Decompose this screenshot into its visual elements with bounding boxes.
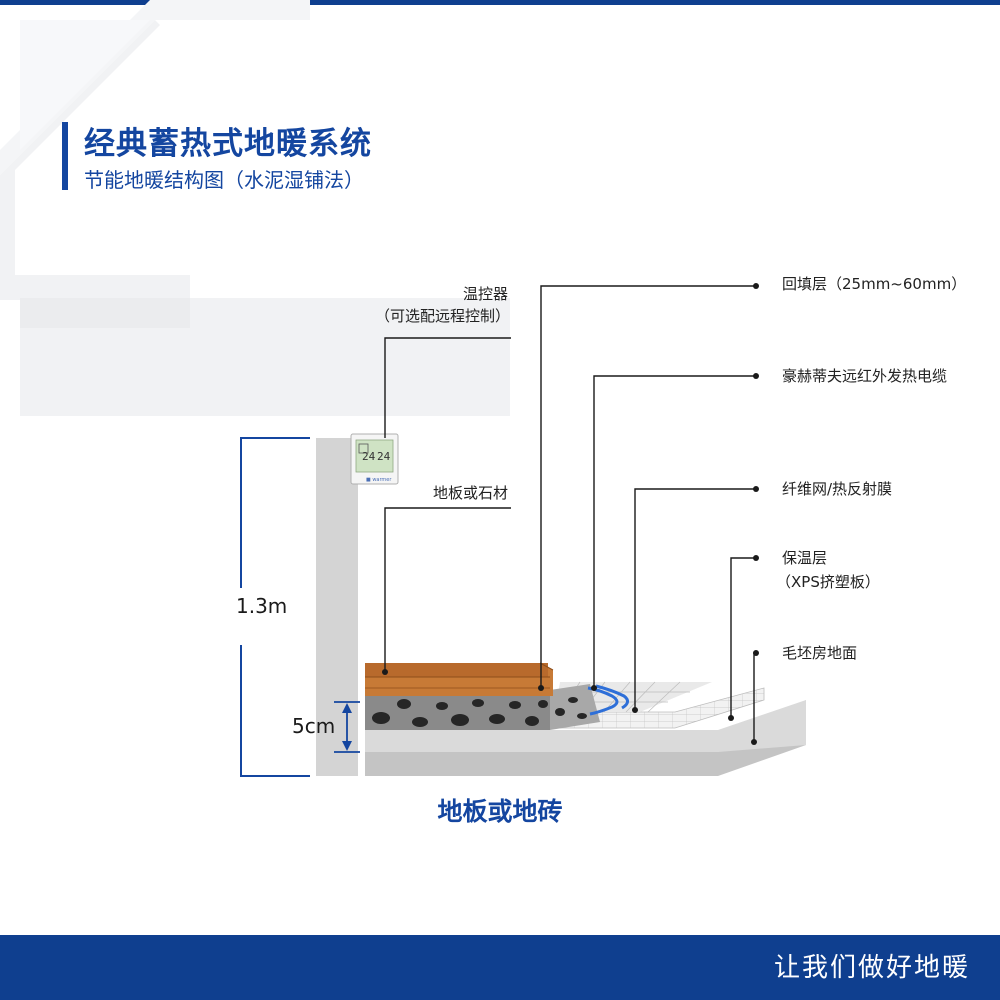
thermostat-device: 24 24 ■ warmer: [350, 433, 399, 485]
floor-caption: 地板或地砖: [437, 797, 563, 826]
page-subtitle: 节能地暖结构图（水泥湿铺法）: [84, 168, 364, 192]
house-watermark: [0, 0, 510, 416]
leader-dots: [382, 283, 759, 745]
label-insulation: 保温层: [782, 549, 828, 567]
wood-flooring: [365, 662, 554, 696]
label-thermostat: 温控器: [462, 285, 508, 303]
label-reflective-mesh: 纤维网/热反射膜: [782, 480, 893, 498]
wall: [316, 438, 358, 776]
thermostat-reading-right: 24: [377, 450, 391, 463]
leader-lines: [384, 285, 756, 742]
thermostat-reading-left: 24: [362, 450, 376, 463]
label-insulation-note: （XPS挤塑板）: [776, 573, 880, 591]
label-thermostat-note: （可选配远程控制）: [374, 307, 510, 325]
thickness-dimension-arrows: [342, 703, 352, 751]
title-accent-bar: [62, 122, 68, 190]
backfill-edge: [550, 684, 600, 730]
label-heating-cable: 豪赫蒂夫远红外发热电缆: [782, 367, 948, 385]
height-dimension-bracket: [240, 437, 310, 777]
footer-slogan: 让我们做好地暖: [773, 953, 970, 983]
height-dimension-label: 1.3m: [236, 594, 288, 618]
footer-bar: 让我们做好地暖: [0, 935, 1000, 1000]
top-accent-bar: [0, 0, 1000, 5]
heating-cable: [587, 684, 629, 716]
label-backfill: 回填层（25mm~60mm）: [782, 275, 967, 293]
label-flooring: 地板或石材: [432, 484, 508, 502]
label-base-floor: 毛坯房地面: [782, 644, 858, 662]
thickness-dimension-label: 5cm: [292, 714, 336, 738]
backfill-pebbles: [372, 697, 587, 727]
base-slab: [365, 700, 806, 776]
floor-structure-diagram: 24 24 ■ warmer: [240, 283, 806, 777]
thermostat-brand: ■ warmer: [366, 477, 392, 483]
page-title: 经典蓄热式地暖系统: [84, 126, 372, 162]
